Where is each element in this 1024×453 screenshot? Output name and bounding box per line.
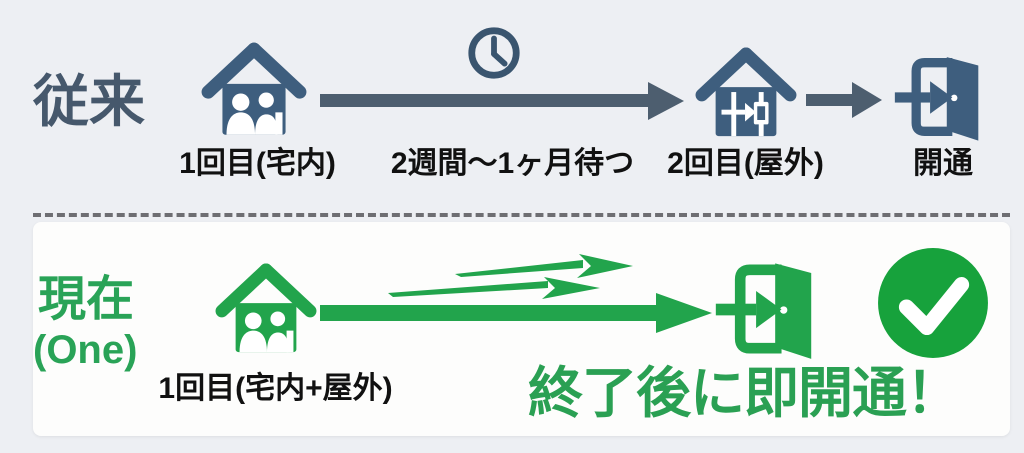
legacy-wait-caption: 2週間〜1ヶ月待つ [390,147,635,180]
house-work-icon [690,46,802,149]
wait-arrow-icon [320,78,685,129]
legacy-step2-caption: 2回目(屋外) [667,147,824,180]
fast-arrow-icon [320,291,712,340]
door-enter-icon [893,50,995,149]
legacy-step1-caption: 1回目(宅内) [179,147,336,180]
current-row-sublabel: (One) [33,328,138,372]
house-people-green-icon [212,262,320,365]
check-circle-icon [876,246,990,365]
legacy-result-caption: 開通 [913,147,973,180]
dashed-divider [33,213,1010,217]
current-row-card [33,222,1010,436]
door-enter-green-icon [708,256,836,367]
legacy-short-arrow-icon [806,80,882,125]
speed-arrows-icon [388,277,603,306]
current-step1-caption: 1回目(宅内+屋外) [158,372,393,405]
current-row-label: 現在 [38,273,135,326]
legacy-row-label: 従来 [33,70,145,133]
current-result-caption: 終了後に即開通！ [528,362,961,424]
clock-icon [465,24,523,87]
speed-arrows-icon [455,252,635,285]
house-people-icon [198,40,310,149]
